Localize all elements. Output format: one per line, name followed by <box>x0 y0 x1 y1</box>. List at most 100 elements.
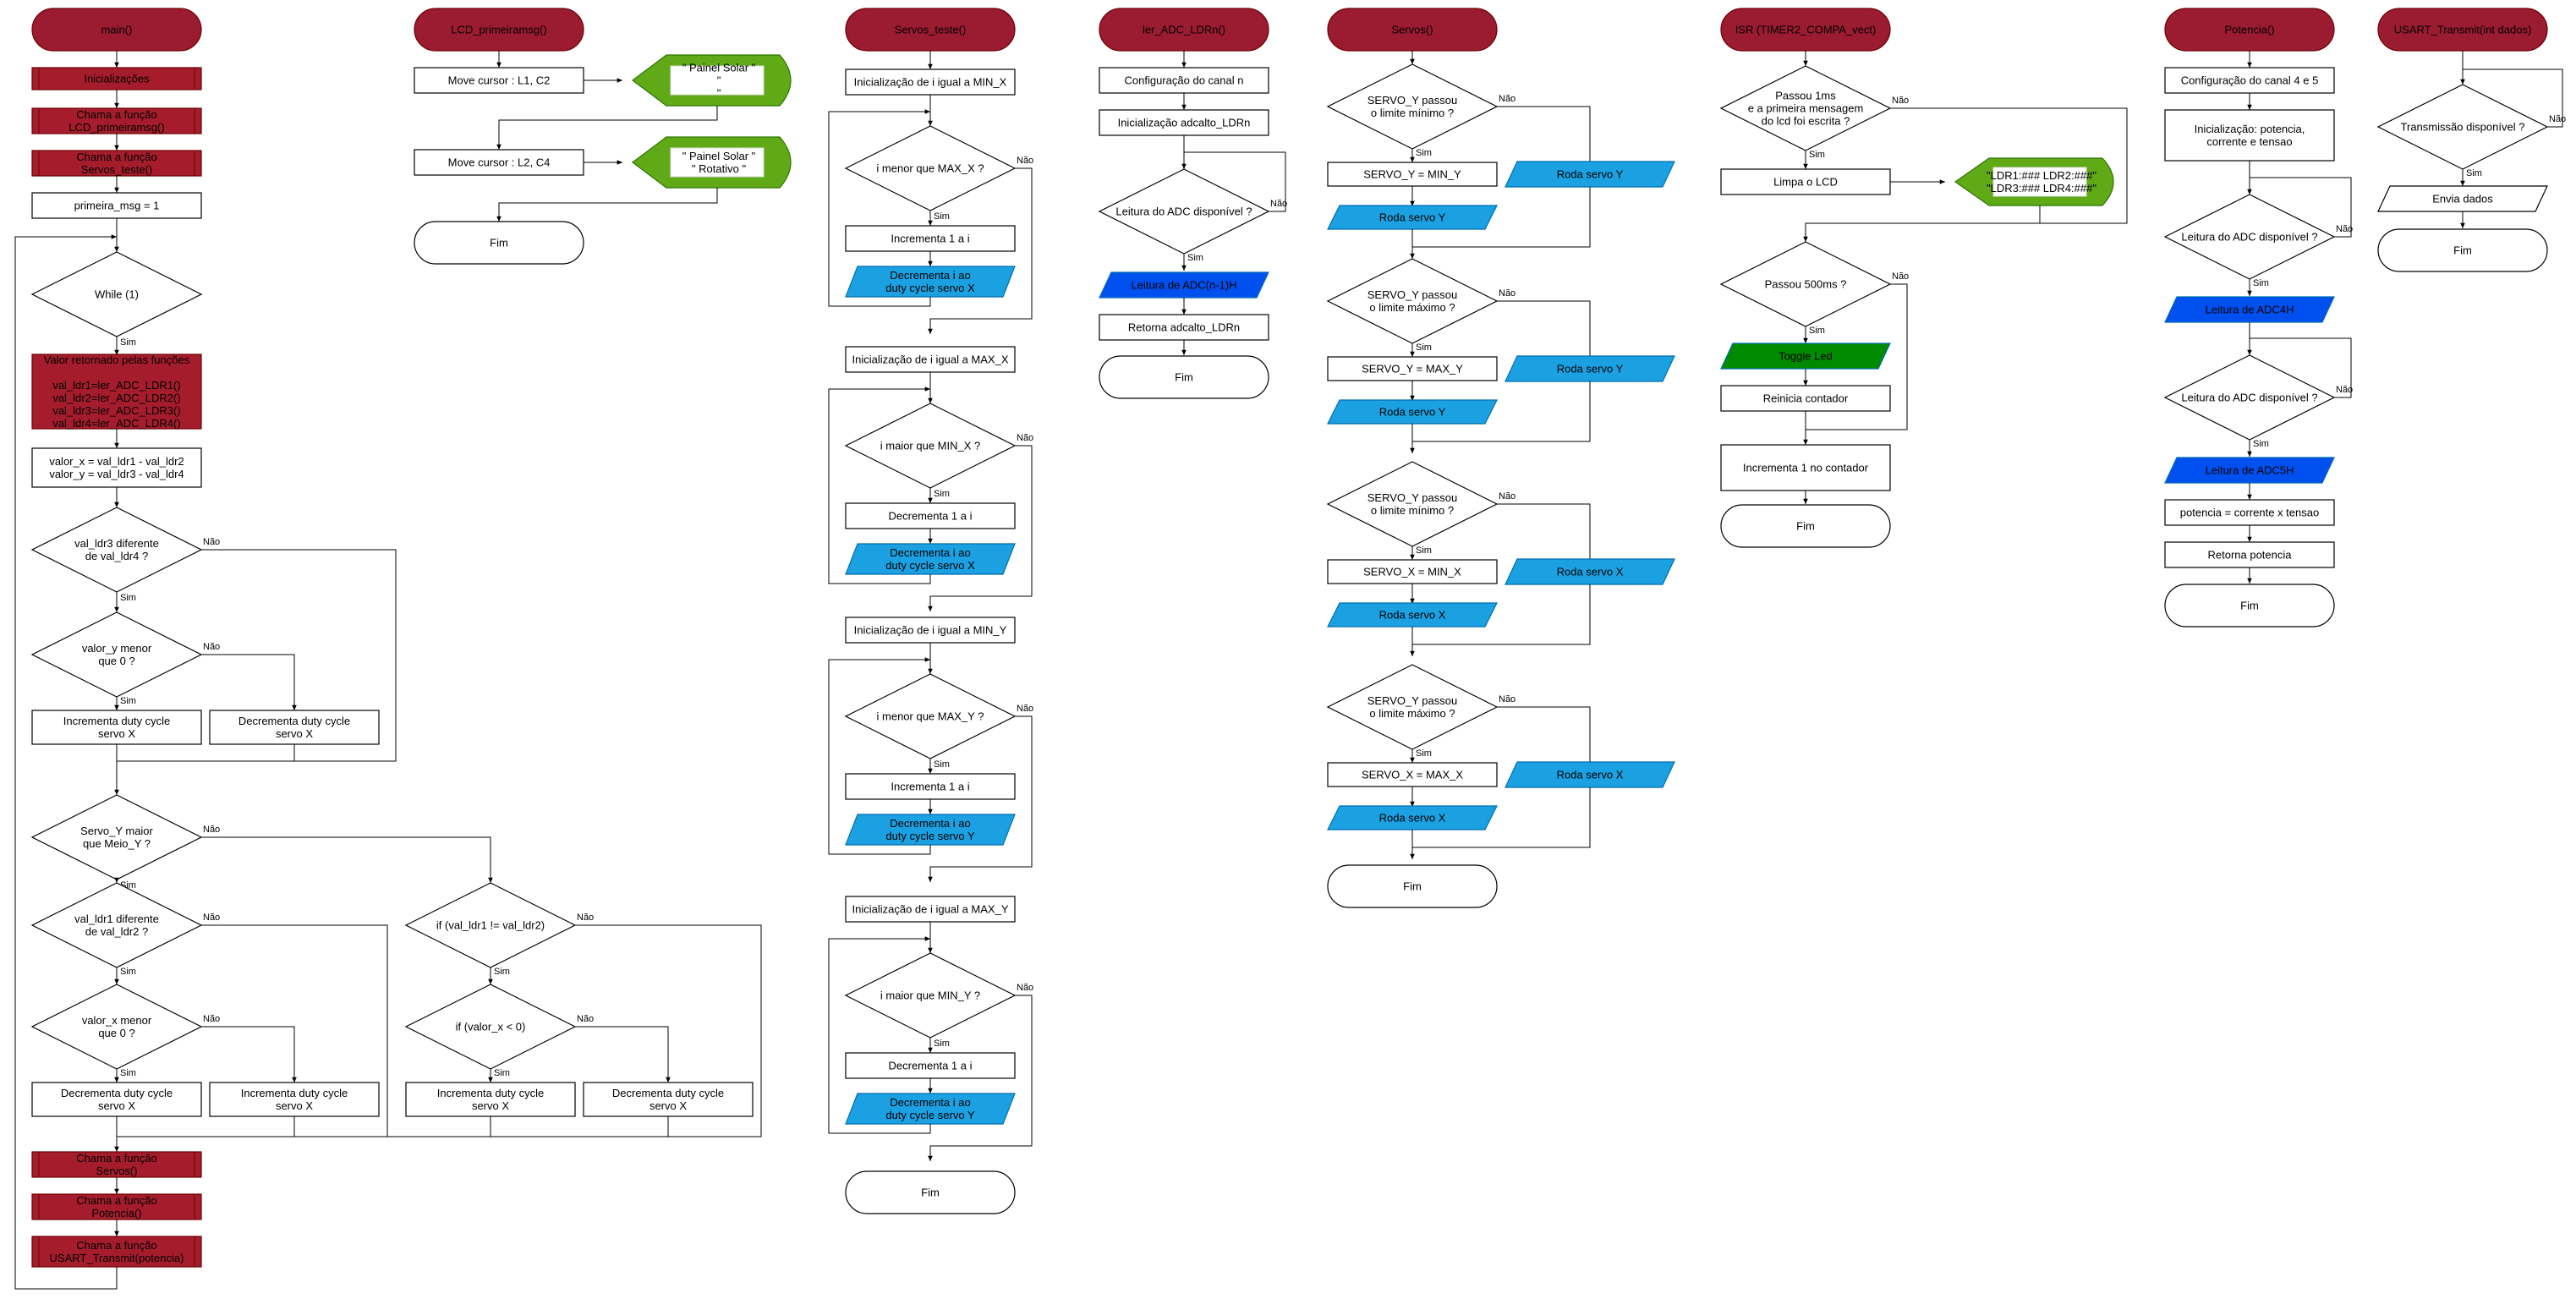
main-servo-y-diamond-line-2: que Meio_Y ? <box>83 837 151 850</box>
main-ldr3-sim: Sim <box>120 593 136 603</box>
main-valor-y-diamond-line-2: que 0 ? <box>98 655 134 667</box>
potencia-loop-1 <box>2250 177 2352 238</box>
main-dec-duty-x-2-line-1: Decrementa duty cycle <box>61 1087 173 1099</box>
lcd-arrow-5 <box>496 188 718 222</box>
lcd-fim-label: Fim <box>490 237 508 249</box>
st-loop3-io-line-1: Decrementa i ao <box>890 817 970 830</box>
isr-arrow-4 <box>1803 206 2041 242</box>
st-loop4-step <box>845 1052 1016 1079</box>
main-inc-duty-x-3-line-2: servo X <box>472 1099 509 1112</box>
st-loop4-cond-label: i maior que MIN_Y ? <box>880 989 980 1002</box>
st-loop4-io-line-2: duty cycle servo Y <box>885 1109 975 1121</box>
main-dec-duty-x-1-line-1: Decrementa duty cycle <box>238 715 350 727</box>
main-inc-duty-x-2 <box>209 1082 380 1117</box>
ler-adc-title-label: ler_ADC_LDRn() <box>1143 24 1225 36</box>
ler-adc-nao: Não <box>1270 199 1287 209</box>
main-call-servos-teste-line-2: Servos_teste() <box>81 163 153 176</box>
potencia-leitura-1-nao: Não <box>2336 224 2353 234</box>
st-loop4-init <box>845 896 1016 923</box>
ler-adc-config-label: Configuração do canal n <box>1125 74 1244 87</box>
servos-ymin-cond-line-1: SERVO_Y passou <box>1367 94 1457 107</box>
potencia-calc <box>2164 499 2335 526</box>
lcd-fim <box>414 221 584 265</box>
usart-sim: Sim <box>2466 168 2482 178</box>
servos-ymin-roda-alt <box>1504 161 1675 188</box>
st-loop3-io <box>845 814 1016 846</box>
servos-xmax-roda-alt <box>1504 761 1675 788</box>
servos-xmax-sim: Sim <box>1416 748 1432 759</box>
lcd-title-label: LCD_primeiramsg() <box>451 24 546 36</box>
potencia-adc5-label: Leitura de ADC5H <box>2206 464 2294 477</box>
st-loop2-init-label: Inicialização de i igual a MAX_X <box>852 354 1009 366</box>
potencia-adc4-label: Leitura de ADC4H <box>2206 304 2294 316</box>
main-valor-y-nao: Não <box>203 642 220 652</box>
main-dec-duty-x-1 <box>209 710 380 745</box>
ler-adc-read-label: Leitura de ADC(n-1)H <box>1132 279 1237 292</box>
servos-ymin-no-arrow <box>1497 106 1592 171</box>
main-title-label: main() <box>101 24 133 36</box>
st-loop3-init-label: Inicialização de i igual a MIN_Y <box>854 624 1007 637</box>
st-loop3-step-label: Incrementa 1 a i <box>891 781 969 793</box>
main-valor-retornado-line-5: val_ldr3=ler_ADC_LDR3() <box>52 404 180 417</box>
usart-transmissao-cond-label: Transmissão disponível ? <box>2401 121 2525 134</box>
isr-reinicia-label: Reinicia contador <box>1763 392 1849 405</box>
usart-title-label: USART_Transmit(int dados) <box>2394 24 2532 36</box>
main-valor-x-no-arrow <box>201 1026 297 1082</box>
st-loop1-io-line-1: Decrementa i ao <box>890 269 970 282</box>
isr-title-label: ISR (TIMER2_COMPA_vect) <box>1735 24 1877 36</box>
potencia-init-line-2: corrente e tensao <box>2206 135 2292 148</box>
main-if-ldr-sim: Sim <box>494 967 510 977</box>
ler-adc-sim: Sim <box>1187 253 1203 263</box>
servos-ymax-cond-line-2: o limite máximo ? <box>1369 301 1455 314</box>
st-loop1-io-line-2: duty cycle servo X <box>885 282 975 294</box>
main-dec-duty-x-2-line-2: servo X <box>98 1099 135 1112</box>
st-loop1-sim: Sim <box>934 211 950 222</box>
main-ldr3-diamond-line-2: de val_ldr4 ? <box>85 550 148 562</box>
main-call-usart <box>31 1236 202 1268</box>
st-loop2-io <box>845 543 1016 575</box>
usart-envia-label: Envia dados <box>2432 193 2493 206</box>
potencia-adc4 <box>2164 296 2335 323</box>
isr-1ms-sim: Sim <box>1809 150 1825 160</box>
isr-500-sim: Sim <box>1809 326 1825 336</box>
servos-ymin-cond-line-2: o limite mínimo ? <box>1371 107 1454 119</box>
main-if-valor-x-sim: Sim <box>494 1068 510 1078</box>
main-call-potencia-line-2: Potencia() <box>91 1207 141 1220</box>
st-loop2-step-label: Decrementa 1 a i <box>889 510 973 523</box>
potencia-title-label: Potencia() <box>2224 24 2274 36</box>
st-loop4-sim: Sim <box>934 1039 950 1049</box>
potencia-config-label: Configuração do canal 4 e 5 <box>2181 74 2319 87</box>
servos-xmin-join <box>1412 584 1591 645</box>
potencia-leitura-1-label: Leitura do ADC disponível ? <box>2181 231 2317 244</box>
lcd-move2-label: Move cursor : L2, C4 <box>448 156 551 169</box>
st-loop2-loop-back <box>828 386 931 584</box>
potencia-adc5 <box>2164 457 2335 484</box>
main-ldr1-diamond-line-2: de val_ldr2 ? <box>85 925 148 938</box>
isr-1ms-cond-line-1: Passou 1ms <box>1775 90 1836 102</box>
main-valor-y-sim: Sim <box>120 696 136 706</box>
lcd-display-2-line-2: " Rotativo " <box>692 162 747 175</box>
main-valor-y-diamond-line-1: valor_y menor <box>82 642 152 655</box>
st-loop2-nao: Não <box>1017 433 1033 443</box>
main-servo-y-diamond-line-1: Servo_Y maior <box>80 825 153 837</box>
st-loop2-step <box>845 502 1016 529</box>
servos-xmax-set <box>1327 762 1498 787</box>
main-inc-duty-x-1 <box>31 710 202 745</box>
st-loop2-exit <box>928 445 1033 611</box>
servos-ymax-set-label: SERVO_Y = MAX_Y <box>1362 363 1463 375</box>
main-call-servos-line-1: Chama a função <box>76 1152 156 1165</box>
main-call-servos-line-2: Servos() <box>96 1165 137 1177</box>
servos-ymax-sim: Sim <box>1416 343 1432 353</box>
potencia-retorna <box>2164 541 2335 568</box>
lcd-display-1-line-3: " <box>717 87 721 100</box>
main-dec-duty-x-3-line-2: servo X <box>649 1099 687 1112</box>
main-if-valor-x-nao: Não <box>577 1014 594 1024</box>
main-valor-retornado-line-3: val_ldr1=ler_ADC_LDR1() <box>52 379 180 392</box>
main-call-servos-teste-line-1: Chama a função <box>76 151 156 163</box>
potencia-leitura-2-label: Leitura do ADC disponível ? <box>2181 392 2317 404</box>
main-call-lcd-line-2: LCD_primeiramsg() <box>69 121 164 134</box>
main-valor-retornado-line-4: val_ldr2=ler_ADC_LDR2() <box>52 392 180 404</box>
main-loop-back <box>14 234 118 1290</box>
servos-xmax-cond-line-2: o limite máximo ? <box>1369 707 1455 720</box>
main-valor-xy-line-2: valor_y = val_ldr3 - val_ldr4 <box>49 468 184 480</box>
